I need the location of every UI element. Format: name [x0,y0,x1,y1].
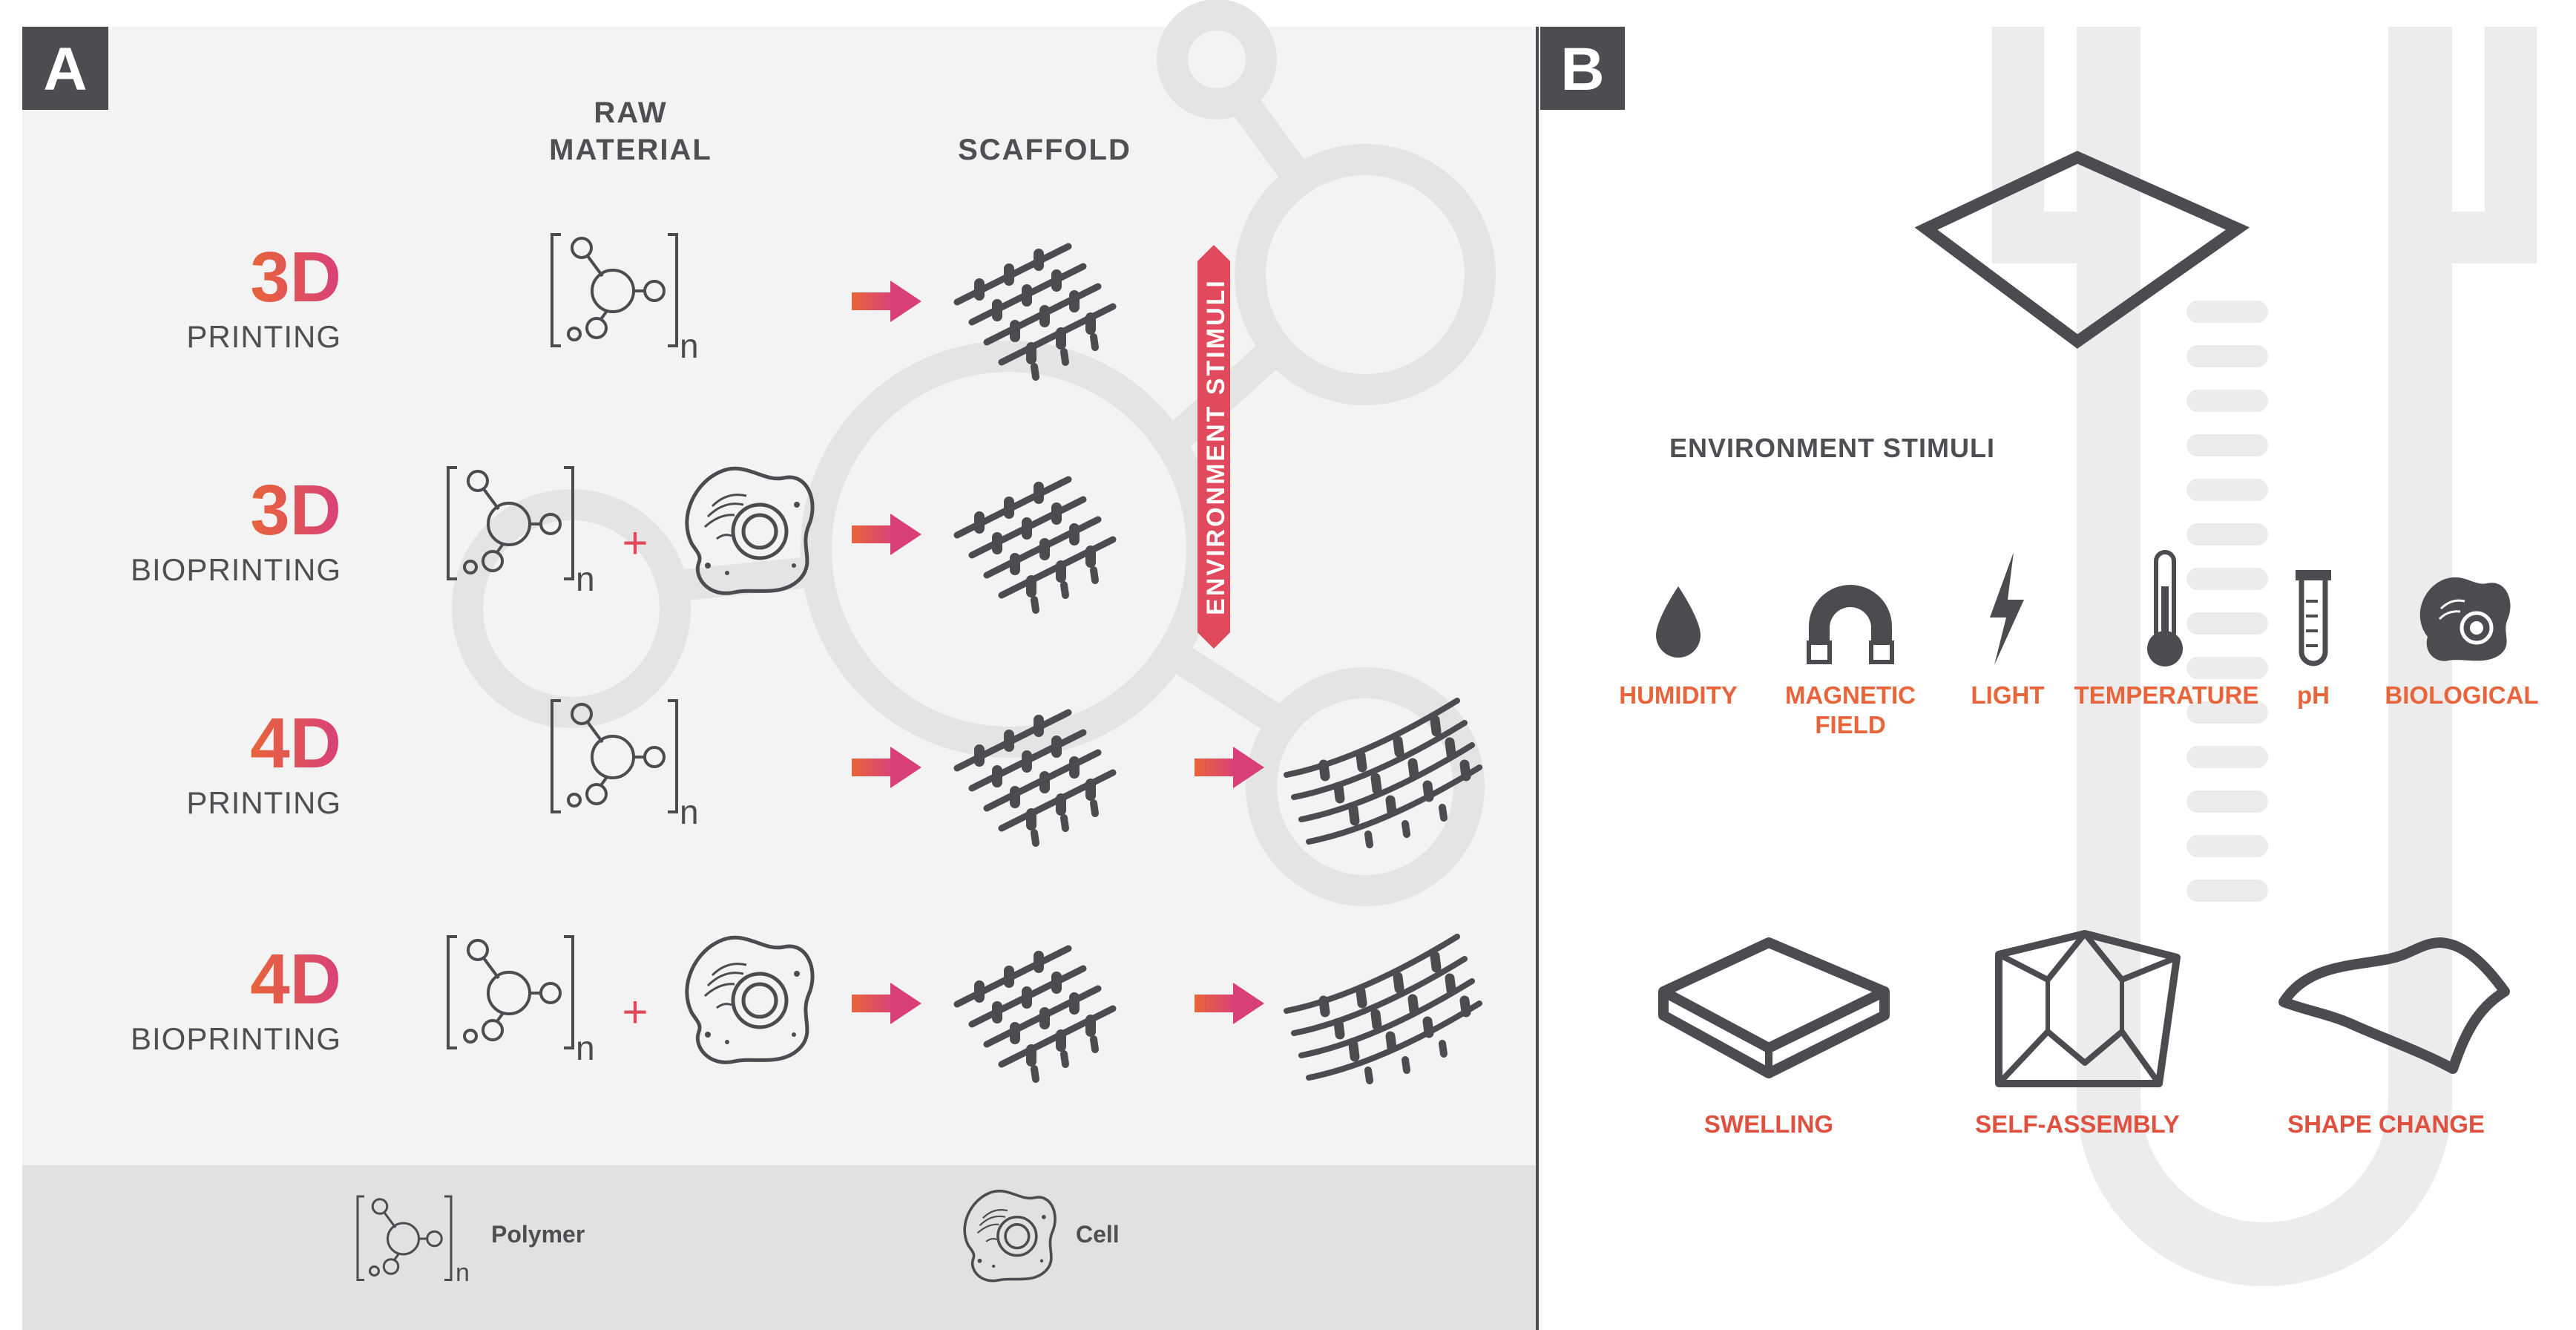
scaffold-header: SCAFFOLD [958,134,1131,166]
environment-stimuli-header: ENVIRONMENT STIMULI [1669,433,1995,463]
stimulus-label: MAGNETIC [1785,681,1916,709]
stimuli-icons [1656,550,2511,666]
panel-a-label-box [22,27,108,110]
legend-polymer-subscript: n [456,1259,470,1287]
raw-material-header-line1: RAW [594,96,667,129]
row-technology-name: BIOPRINTING [131,552,341,587]
panel-b-label-box [1540,27,1625,110]
polymer-subscript: n [576,1029,595,1067]
row-technology-dimension: 4D [250,704,341,783]
stimulus-label: TEMPERATURE [2074,681,2259,709]
response-label: SHAPE CHANGE [2287,1110,2485,1138]
panel-b-label: B [1560,36,1604,103]
row-technology-dimension: 4D [250,940,341,1019]
panel-a-background [22,27,1536,1330]
polymer-subscript: n [576,560,595,598]
row-technology-dimension: 3D [250,471,341,550]
water-drop-icon [1656,586,1701,658]
panel-b: B ENVIRONMENT STIMULI [1540,27,2539,1286]
magnet-pole-right [1869,641,1894,664]
response-labels: SWELLING SELF-ASSEMBLY SHAPE CHANGE [1704,1110,2485,1138]
legend-cell-label: Cell [1076,1221,1120,1248]
magnet-pole-left [1807,641,1832,664]
environment-stimuli-bar: ENVIRONMENT STIMULI [1197,245,1230,649]
panel-a: A RAW MATERIAL SCAFFOLD ENVIRONMENT STIM… [22,0,1536,1330]
polymer-subscript: n [680,793,699,831]
biological-cell-icon [2419,577,2511,661]
legend-background [22,1165,1536,1330]
row-technology-name: PRINTING [186,319,341,354]
row-technology-name: BIOPRINTING [131,1021,341,1056]
polymer-subscript: n [680,327,699,365]
response-label: SWELLING [1704,1110,1833,1138]
row-technology-name: PRINTING [186,785,341,820]
raw-material-header-line2: MATERIAL [549,134,712,166]
self-assembly-icon [1995,930,2181,1087]
environment-stimuli-bar-label: ENVIRONMENT STIMULI [1202,278,1230,615]
plus-sign: + [622,518,648,568]
swelling-icon [1658,937,1890,1078]
thermometer-icon [2147,550,2183,666]
legend: n Polymer Cell [22,1165,1536,1330]
stimulus-label: pH [2297,681,2330,709]
panel-a-label: A [43,36,87,103]
response-label: SELF-ASSEMBLY [1975,1110,2180,1138]
stimulus-label: LIGHT [1971,681,2045,709]
stimulus-label-line2: FIELD [1815,711,1885,738]
flat-sheet-icon [1914,151,2250,349]
shape-change-icon [2278,937,2510,1074]
lightning-icon [1990,552,2024,665]
plus-sign: + [622,987,648,1037]
legend-polymer-label: Polymer [491,1221,585,1248]
stimulus-label: HUMIDITY [1619,681,1738,709]
watermark-test-tube [1992,27,2537,1286]
row-technology-dimension: 3D [250,238,341,317]
stimulus-label: BIOLOGICAL [2385,681,2538,709]
test-tube-icon [2296,570,2331,666]
